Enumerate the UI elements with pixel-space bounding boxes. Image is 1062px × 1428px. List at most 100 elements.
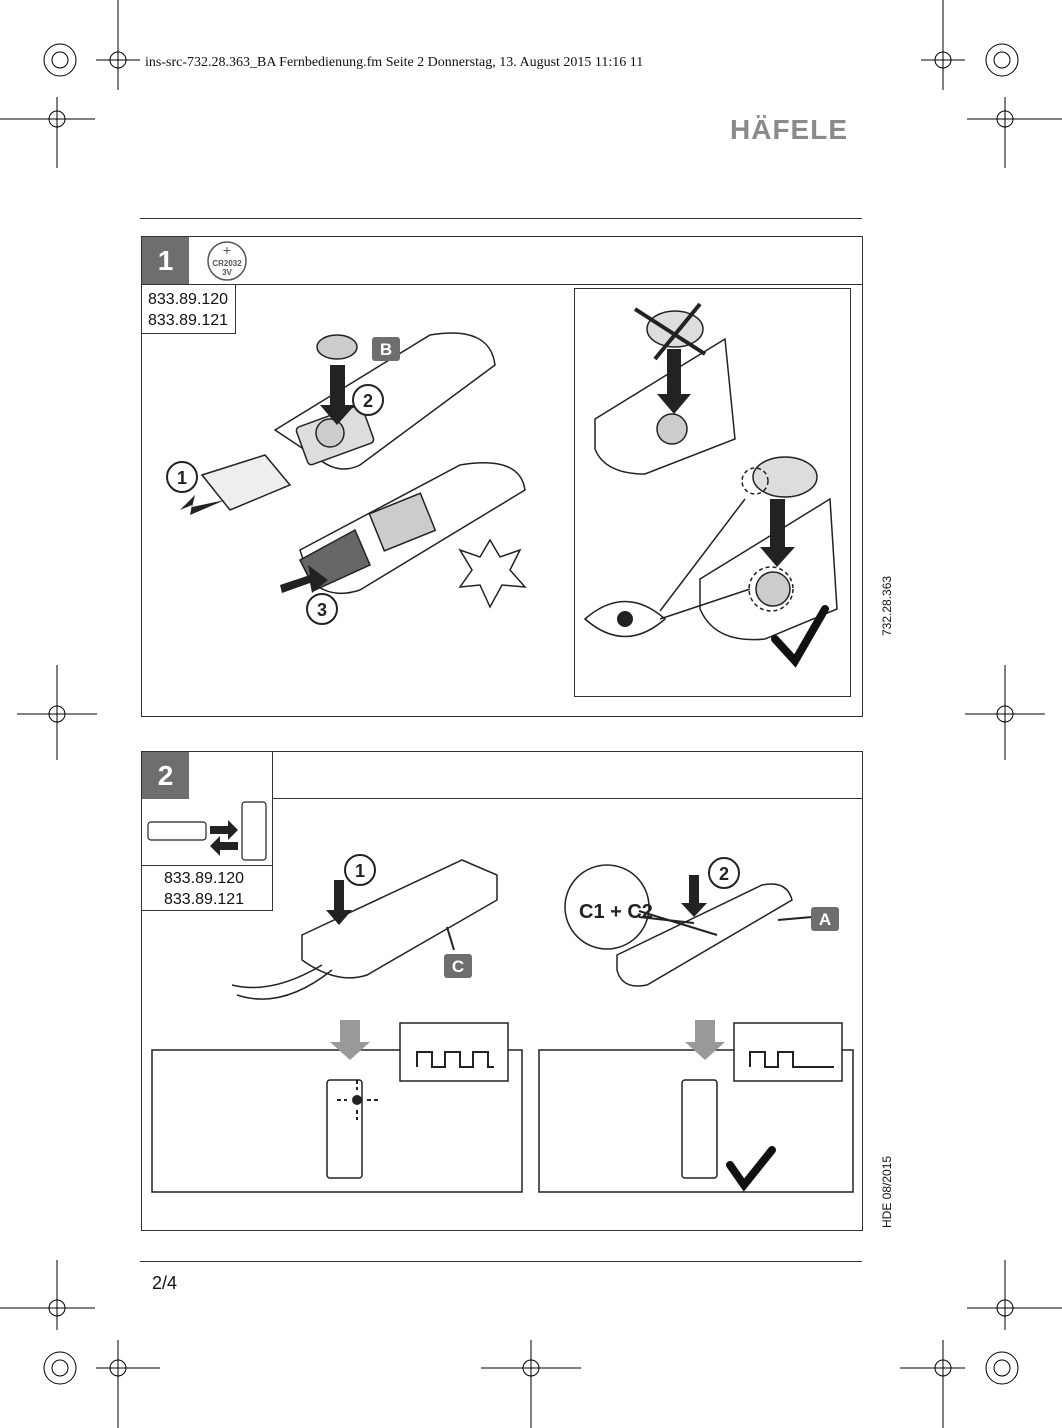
correct-battery-icon — [752, 456, 818, 498]
left-arrow-icon — [180, 495, 225, 515]
step2-number: 2 — [142, 752, 189, 799]
article-code: 833.89.121 — [148, 312, 229, 329]
contact-icon — [755, 571, 791, 607]
battery-label-type: CR2032 — [212, 259, 242, 268]
blinking-signal-icon — [416, 1051, 494, 1068]
crosshair-icon — [96, 0, 140, 90]
down-arrow-icon — [681, 875, 707, 917]
crosshair-icon — [967, 1260, 1062, 1330]
polarity-check-illustration — [583, 302, 838, 668]
edition-label: HDE 08/2015 — [880, 1155, 894, 1228]
right-arrow-icon — [210, 820, 238, 840]
battery-insertion-illustration: B 2 1 3 — [166, 332, 527, 625]
step1-panel — [141, 236, 863, 717]
svg-text:2: 2 — [719, 864, 729, 884]
callout-3: 3 — [306, 593, 338, 625]
step2-info-box — [141, 751, 273, 911]
remote-top-view — [594, 337, 736, 475]
crosshair-icon — [481, 1340, 581, 1428]
svg-text:1: 1 — [177, 468, 187, 488]
registration-wheel-icon — [43, 43, 77, 77]
highlight-circle-icon — [741, 467, 769, 495]
receiver-body — [301, 859, 498, 979]
registration-wheel-icon — [985, 43, 1019, 77]
down-arrow-icon — [685, 1020, 725, 1060]
hafele-logo: HÄFELE — [730, 114, 848, 145]
callout-c: C — [444, 954, 472, 978]
step1-header-rule — [141, 284, 863, 285]
step2-panel — [141, 751, 863, 1231]
down-arrow-icon — [326, 880, 352, 925]
down-arrow-icon — [657, 349, 691, 414]
right-arrow-icon — [280, 565, 328, 593]
crosshair-icon — [900, 1340, 965, 1428]
step2-article-codes: 833.89.120 833.89.121 — [164, 868, 244, 910]
callout-1: 1 — [166, 461, 198, 493]
crosshair-icon — [0, 1260, 95, 1330]
step1-number: 1 — [142, 237, 189, 284]
crosshair-icon — [96, 1340, 160, 1428]
remote-icon — [241, 801, 267, 861]
crosshair-icon — [0, 97, 95, 168]
crosshair-icon — [967, 97, 1062, 168]
step1-article-codes: 833.89.120 833.89.121 — [148, 289, 228, 331]
callout-1: 1 — [344, 854, 376, 886]
coin-battery-icon — [316, 334, 358, 360]
article-code: 833.89.121 — [164, 891, 245, 908]
page-number: 2/4 — [152, 1273, 178, 1293]
svg-text:A: A — [819, 910, 831, 929]
step2-header-rule — [273, 798, 863, 799]
article-code: 833.89.120 — [164, 870, 245, 887]
registration-wheel-icon — [985, 1351, 1019, 1385]
battery-cover — [200, 454, 292, 511]
highlight-circle-icon — [748, 566, 794, 612]
battery-label-voltage: 3V — [222, 268, 232, 277]
bottom-rule — [140, 1261, 862, 1262]
battery-icon: + CR2032 3V — [207, 241, 247, 281]
crosshair-icon — [17, 665, 97, 760]
svg-text:1: 1 — [355, 861, 365, 881]
step2-codes-rule — [141, 865, 273, 866]
callout-b: B — [372, 337, 400, 361]
svg-text:3: 3 — [317, 600, 327, 620]
zoom-circle — [564, 864, 650, 950]
battery-contact — [315, 418, 345, 448]
registration-wheel-icon — [43, 1351, 77, 1385]
remote-icon — [326, 1079, 363, 1179]
crosshair-icon — [965, 665, 1045, 760]
down-arrow-icon — [330, 1020, 370, 1060]
svg-text:C: C — [452, 957, 464, 976]
checkmark-icon — [771, 605, 829, 668]
led-blink-icon — [352, 1095, 362, 1105]
down-arrow-icon — [760, 499, 795, 567]
article-code: 833.89.120 — [148, 291, 229, 308]
polarity-check-box — [574, 288, 851, 697]
remote-body — [616, 883, 793, 987]
svg-text:B: B — [380, 340, 392, 359]
step1-codes-box — [141, 284, 236, 334]
cross-out-icon — [633, 302, 707, 361]
remote-display — [368, 492, 437, 552]
contact-icon — [656, 413, 688, 445]
wrong-battery-icon — [646, 310, 704, 348]
crosshair-icon — [921, 0, 965, 90]
down-arrow-icon — [320, 365, 355, 425]
left-arrow-icon — [210, 836, 238, 856]
remote-bottom-view — [699, 497, 838, 641]
svg-text:2: 2 — [363, 391, 373, 411]
callout-a: A — [811, 907, 839, 931]
checkmark-icon — [726, 1146, 776, 1192]
pairing-icon — [147, 801, 267, 861]
paired-signal-icon — [749, 1051, 834, 1068]
doc-number: 732.28.363 — [880, 575, 894, 636]
callout-2: 2 — [708, 857, 740, 889]
receiver-icon — [147, 821, 207, 841]
click-sound-burst-icon — [458, 538, 527, 609]
eye-pupil — [617, 611, 633, 627]
receiver-cables — [231, 964, 333, 1000]
remote-icon — [681, 1079, 718, 1179]
led-rays-icon — [337, 1080, 380, 1120]
buttons-label: C1 + C2 — [579, 901, 653, 923]
file-header: ins-src-732.28.363_BA Fernbedienung.fm S… — [145, 55, 644, 70]
